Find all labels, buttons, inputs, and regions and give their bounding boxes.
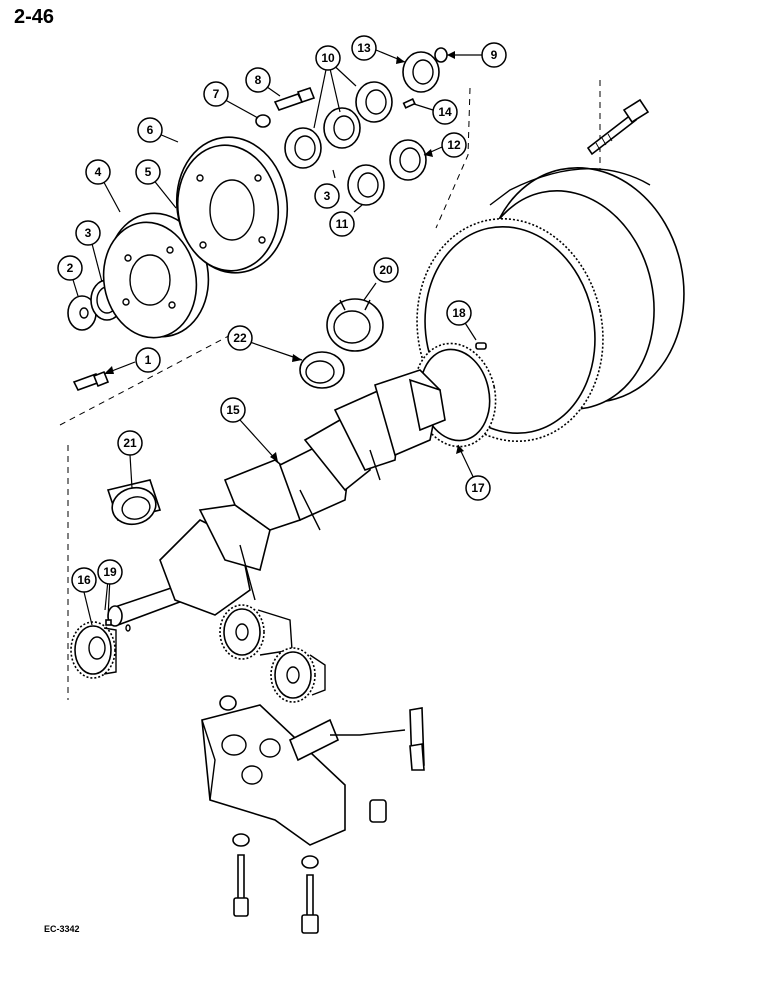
key bbox=[105, 619, 112, 626]
pump-gear-upper bbox=[219, 604, 293, 660]
washer-7 bbox=[255, 114, 271, 128]
callout-17: 17 bbox=[465, 475, 491, 501]
bearing-half bbox=[299, 351, 345, 389]
damper-6 bbox=[175, 136, 289, 274]
callout-5: 5 bbox=[135, 159, 161, 185]
spacers bbox=[284, 51, 440, 206]
svg-text:9: 9 bbox=[491, 48, 498, 62]
callout-1: 1 bbox=[135, 347, 161, 373]
svg-text:10: 10 bbox=[321, 51, 335, 65]
svg-text:20: 20 bbox=[379, 263, 393, 277]
callout-11: 11 bbox=[329, 211, 355, 237]
callout-13: 13 bbox=[351, 35, 377, 61]
pump-gear-lower bbox=[270, 647, 326, 703]
callout-2: 2 bbox=[57, 255, 83, 281]
svg-text:19: 19 bbox=[103, 565, 117, 579]
callout-7: 7 bbox=[203, 81, 229, 107]
svg-text:14: 14 bbox=[438, 105, 452, 119]
bolt-1 bbox=[72, 370, 110, 391]
thrust-bearing bbox=[326, 298, 384, 352]
crank-gear bbox=[70, 621, 117, 679]
callout-9: 9 bbox=[481, 42, 507, 68]
arrowheads bbox=[104, 51, 464, 462]
svg-text:1: 1 bbox=[145, 353, 152, 367]
svg-text:4: 4 bbox=[95, 165, 102, 179]
callout-14: 14 bbox=[432, 99, 458, 125]
pulley-4 bbox=[102, 212, 210, 339]
shafts bbox=[369, 707, 425, 823]
oil-pump-body bbox=[201, 695, 406, 846]
page-number: 2-46 bbox=[14, 6, 55, 28]
crankshaft bbox=[107, 369, 446, 632]
callout-22: 22 bbox=[227, 325, 253, 351]
callout-4: 4 bbox=[85, 159, 111, 185]
o-ring-9 bbox=[434, 47, 448, 63]
callout-20: 20 bbox=[373, 257, 399, 283]
callout-3a: 3 bbox=[75, 220, 101, 246]
callout-10: 10 bbox=[315, 45, 341, 71]
svg-text:7: 7 bbox=[213, 87, 220, 101]
dowel-pin bbox=[475, 342, 487, 350]
svg-text:15: 15 bbox=[226, 403, 240, 417]
flywheel-bolt bbox=[586, 98, 650, 156]
callout-16: 16 bbox=[71, 567, 97, 593]
svg-text:18: 18 bbox=[452, 306, 466, 320]
svg-text:13: 13 bbox=[357, 41, 371, 55]
svg-text:11: 11 bbox=[336, 217, 349, 231]
svg-text:3: 3 bbox=[85, 226, 92, 240]
svg-text:21: 21 bbox=[123, 436, 137, 450]
svg-text:22: 22 bbox=[233, 331, 247, 345]
svg-text:8: 8 bbox=[255, 73, 262, 87]
svg-text:17: 17 bbox=[471, 481, 485, 495]
svg-text:2: 2 bbox=[67, 261, 74, 275]
pin-14 bbox=[402, 98, 416, 109]
pump-bolts bbox=[232, 833, 319, 934]
bolt-8 bbox=[273, 87, 316, 111]
figure-code: EC-3342 bbox=[44, 924, 80, 934]
main-bearing bbox=[106, 479, 162, 526]
callout-21: 21 bbox=[117, 430, 143, 456]
callout-12: 12 bbox=[441, 132, 467, 158]
callout-19: 19 bbox=[97, 559, 123, 585]
callout-15: 15 bbox=[220, 397, 246, 423]
callout-18: 18 bbox=[446, 300, 472, 326]
svg-text:12: 12 bbox=[447, 138, 461, 152]
svg-text:16: 16 bbox=[77, 573, 91, 587]
centerlines bbox=[59, 80, 601, 700]
callout-3b: 3 bbox=[314, 183, 340, 209]
svg-text:5: 5 bbox=[145, 165, 152, 179]
callout-8: 8 bbox=[245, 67, 271, 93]
svg-text:6: 6 bbox=[147, 123, 154, 137]
callout-6: 6 bbox=[137, 117, 163, 143]
svg-text:3: 3 bbox=[324, 189, 331, 203]
